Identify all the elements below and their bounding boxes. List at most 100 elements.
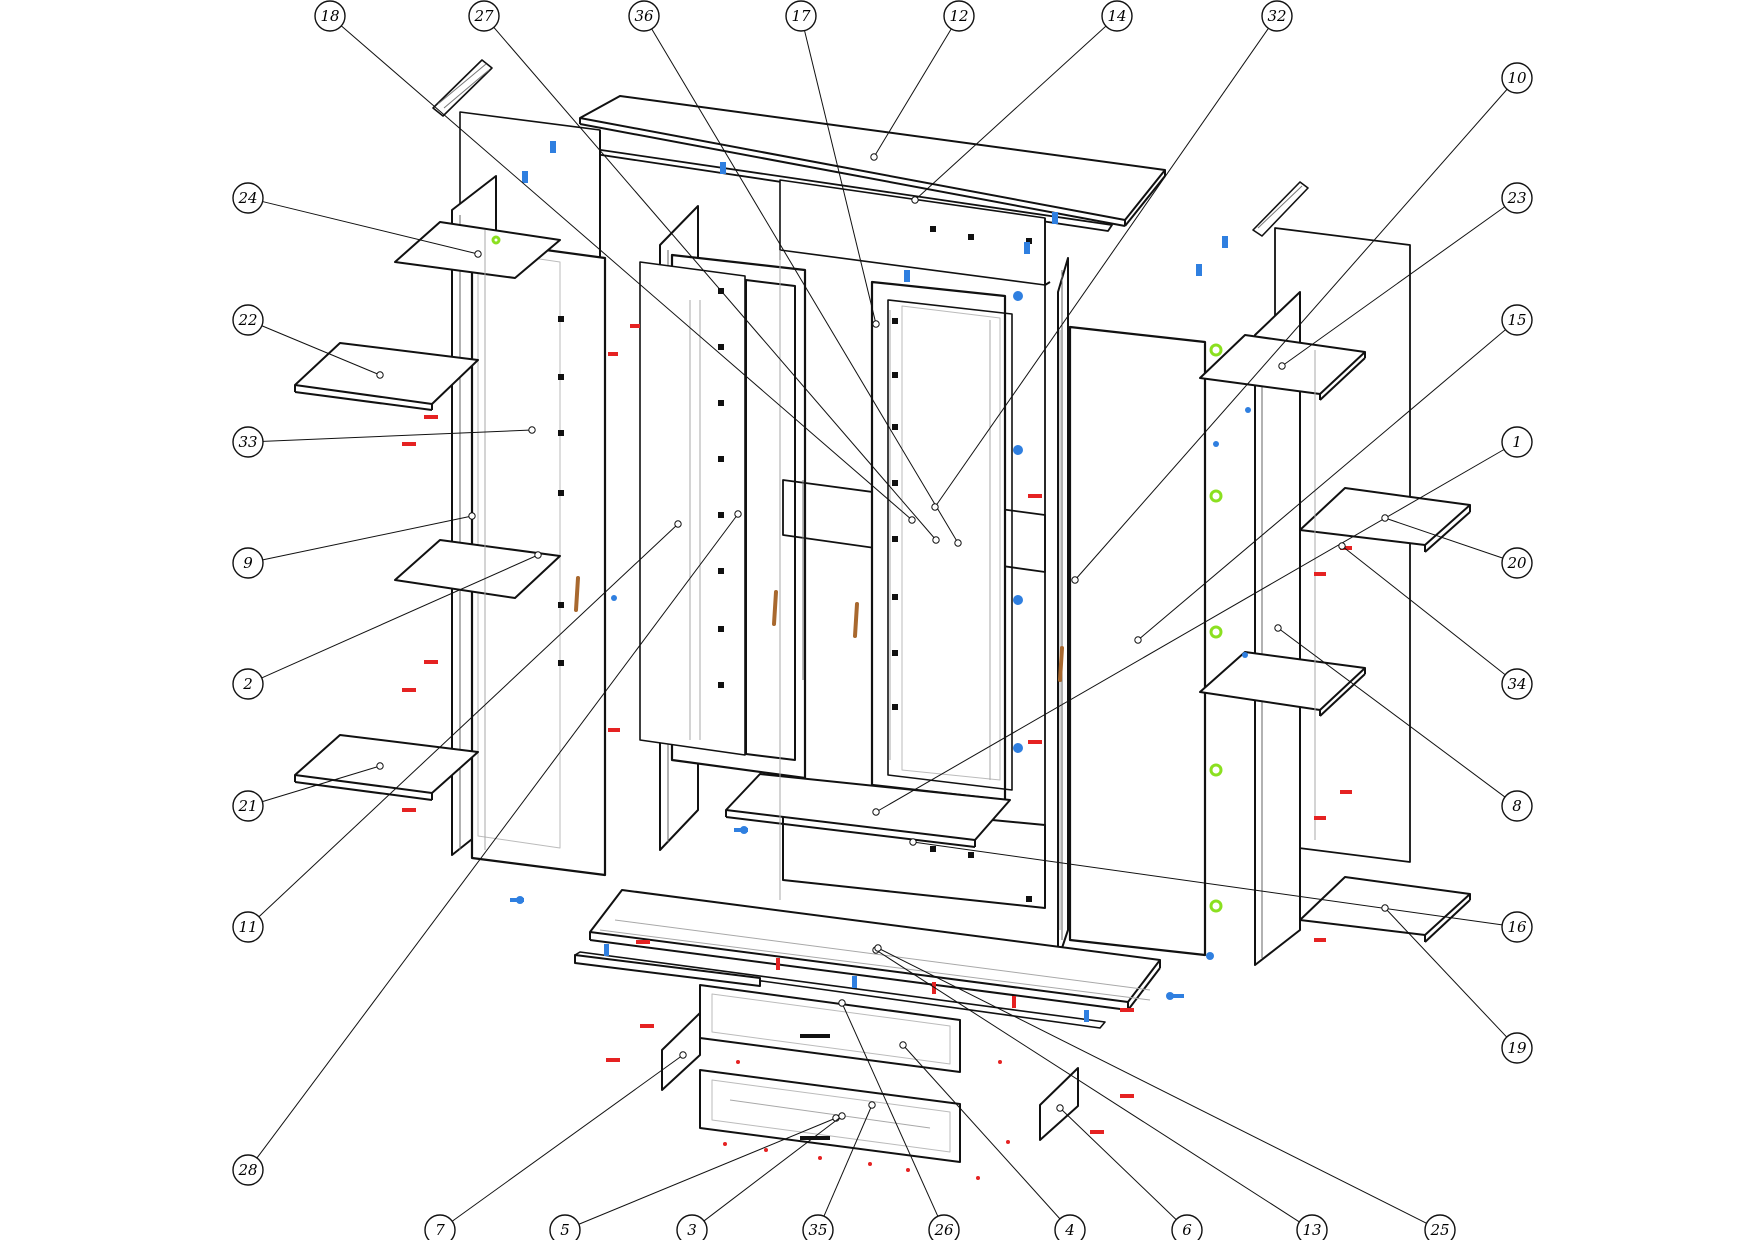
leader-line-11 [258, 523, 679, 918]
leader-anchor-35 [868, 1101, 876, 1109]
callout-36: 36 [628, 0, 660, 32]
leader-line-24 [262, 201, 479, 255]
callout-circle [314, 0, 346, 32]
leader-line-26 [841, 1002, 939, 1217]
callout-number: 6 [1182, 1221, 1192, 1239]
callout-33: 33 [232, 426, 264, 458]
callout-circle [785, 0, 817, 32]
callout-7: 7 [424, 1214, 456, 1240]
leader-line-18 [341, 25, 913, 521]
callout-circle [1501, 62, 1533, 94]
callout-27: 27 [468, 0, 500, 32]
callout-20: 20 [1501, 547, 1533, 579]
leader-line-33 [262, 429, 533, 442]
leader-anchor-22 [376, 371, 384, 379]
leader-line-6 [1059, 1107, 1177, 1220]
callout-number: 26 [933, 1221, 954, 1239]
callout-circle [232, 911, 264, 943]
leader-anchor-16 [909, 838, 917, 846]
callout-circle [232, 790, 264, 822]
left-center-door-glass [639, 261, 746, 756]
leader-anchor-23 [1278, 362, 1286, 370]
callout-28: 28 [232, 1154, 264, 1186]
callout-1: 1 [1501, 426, 1533, 458]
callout-number: 10 [1507, 69, 1527, 87]
leader-line-8 [1277, 627, 1506, 798]
callout-5: 5 [549, 1214, 581, 1240]
leader-anchor-27 [932, 536, 940, 544]
leader-lines [256, 25, 1508, 1225]
callout-number: 22 [237, 311, 257, 329]
callout-number: 13 [1302, 1221, 1321, 1239]
callout-number: 23 [1506, 189, 1526, 207]
handle-right-door [1058, 646, 1064, 682]
callout-number: 28 [237, 1161, 257, 1179]
callout-18: 18 [314, 0, 346, 32]
callout-number: 32 [1267, 7, 1286, 25]
leader-line-13 [875, 949, 1300, 1223]
callout-circle [676, 1214, 708, 1240]
callout-circle [232, 304, 264, 336]
leader-anchor-11 [674, 520, 682, 528]
leader-anchor-21 [376, 762, 384, 770]
callout-circle [1501, 790, 1533, 822]
callout-circle [628, 0, 660, 32]
leader-anchor-15 [1134, 636, 1142, 644]
callout-number: 25 [1429, 1221, 1449, 1239]
callout-circle [232, 547, 264, 579]
leader-anchor-4 [899, 1041, 907, 1049]
callout-12: 12 [943, 0, 975, 32]
leader-anchor-36 [954, 539, 962, 547]
leader-line-21 [262, 765, 381, 803]
leader-anchor-20 [1381, 514, 1389, 522]
callout-35: 35 [802, 1214, 834, 1240]
callout-9: 9 [232, 547, 264, 579]
leader-anchor-25 [874, 944, 882, 952]
callout-26: 26 [928, 1214, 960, 1240]
callout-number: 15 [1507, 311, 1526, 329]
wardrobe-parts [294, 59, 1471, 1163]
red-dowels [402, 324, 1352, 1180]
leader-line-3 [703, 1115, 843, 1222]
callout-number: 9 [243, 554, 253, 572]
handle-center [853, 602, 859, 638]
callout-16: 16 [1501, 911, 1533, 943]
callout-number: 21 [237, 797, 257, 815]
callout-number: 36 [634, 7, 654, 25]
leader-line-19 [1384, 907, 1508, 1038]
callout-circle [232, 1154, 264, 1186]
callout-number: 14 [1107, 7, 1126, 25]
callout-number: 34 [1507, 675, 1526, 693]
leader-line-28 [256, 513, 739, 1159]
leader-anchor-6 [1056, 1104, 1064, 1112]
leader-anchor-7 [679, 1051, 687, 1059]
callout-19: 19 [1501, 1032, 1533, 1064]
shelf-left-24 [394, 221, 561, 279]
leader-line-35 [823, 1104, 873, 1217]
leader-line-10 [1074, 88, 1508, 581]
leader-line-25 [877, 947, 1427, 1224]
callout-circle [232, 668, 264, 700]
callout-circle [232, 426, 264, 458]
leader-line-15 [1137, 329, 1506, 641]
leader-line-12 [873, 28, 952, 158]
hidden-lines [484, 230, 1316, 1129]
leader-anchor-2 [534, 551, 542, 559]
leader-anchor-19 [1381, 904, 1389, 912]
leader-anchor-12 [870, 153, 878, 161]
leader-line-1 [875, 449, 1505, 813]
callout-circle [1501, 911, 1533, 943]
callout-number: 12 [949, 7, 968, 25]
callout-circle [1171, 1214, 1203, 1240]
leader-anchor-17 [872, 320, 880, 328]
callout-number: 2 [242, 675, 253, 693]
callout-13: 13 [1296, 1214, 1328, 1240]
callout-17: 17 [785, 0, 817, 32]
callout-circle [943, 0, 975, 32]
leader-line-22 [261, 325, 381, 376]
leader-line-17 [804, 30, 877, 325]
callout-number: 24 [237, 189, 257, 207]
callout-circle [1501, 1032, 1533, 1064]
